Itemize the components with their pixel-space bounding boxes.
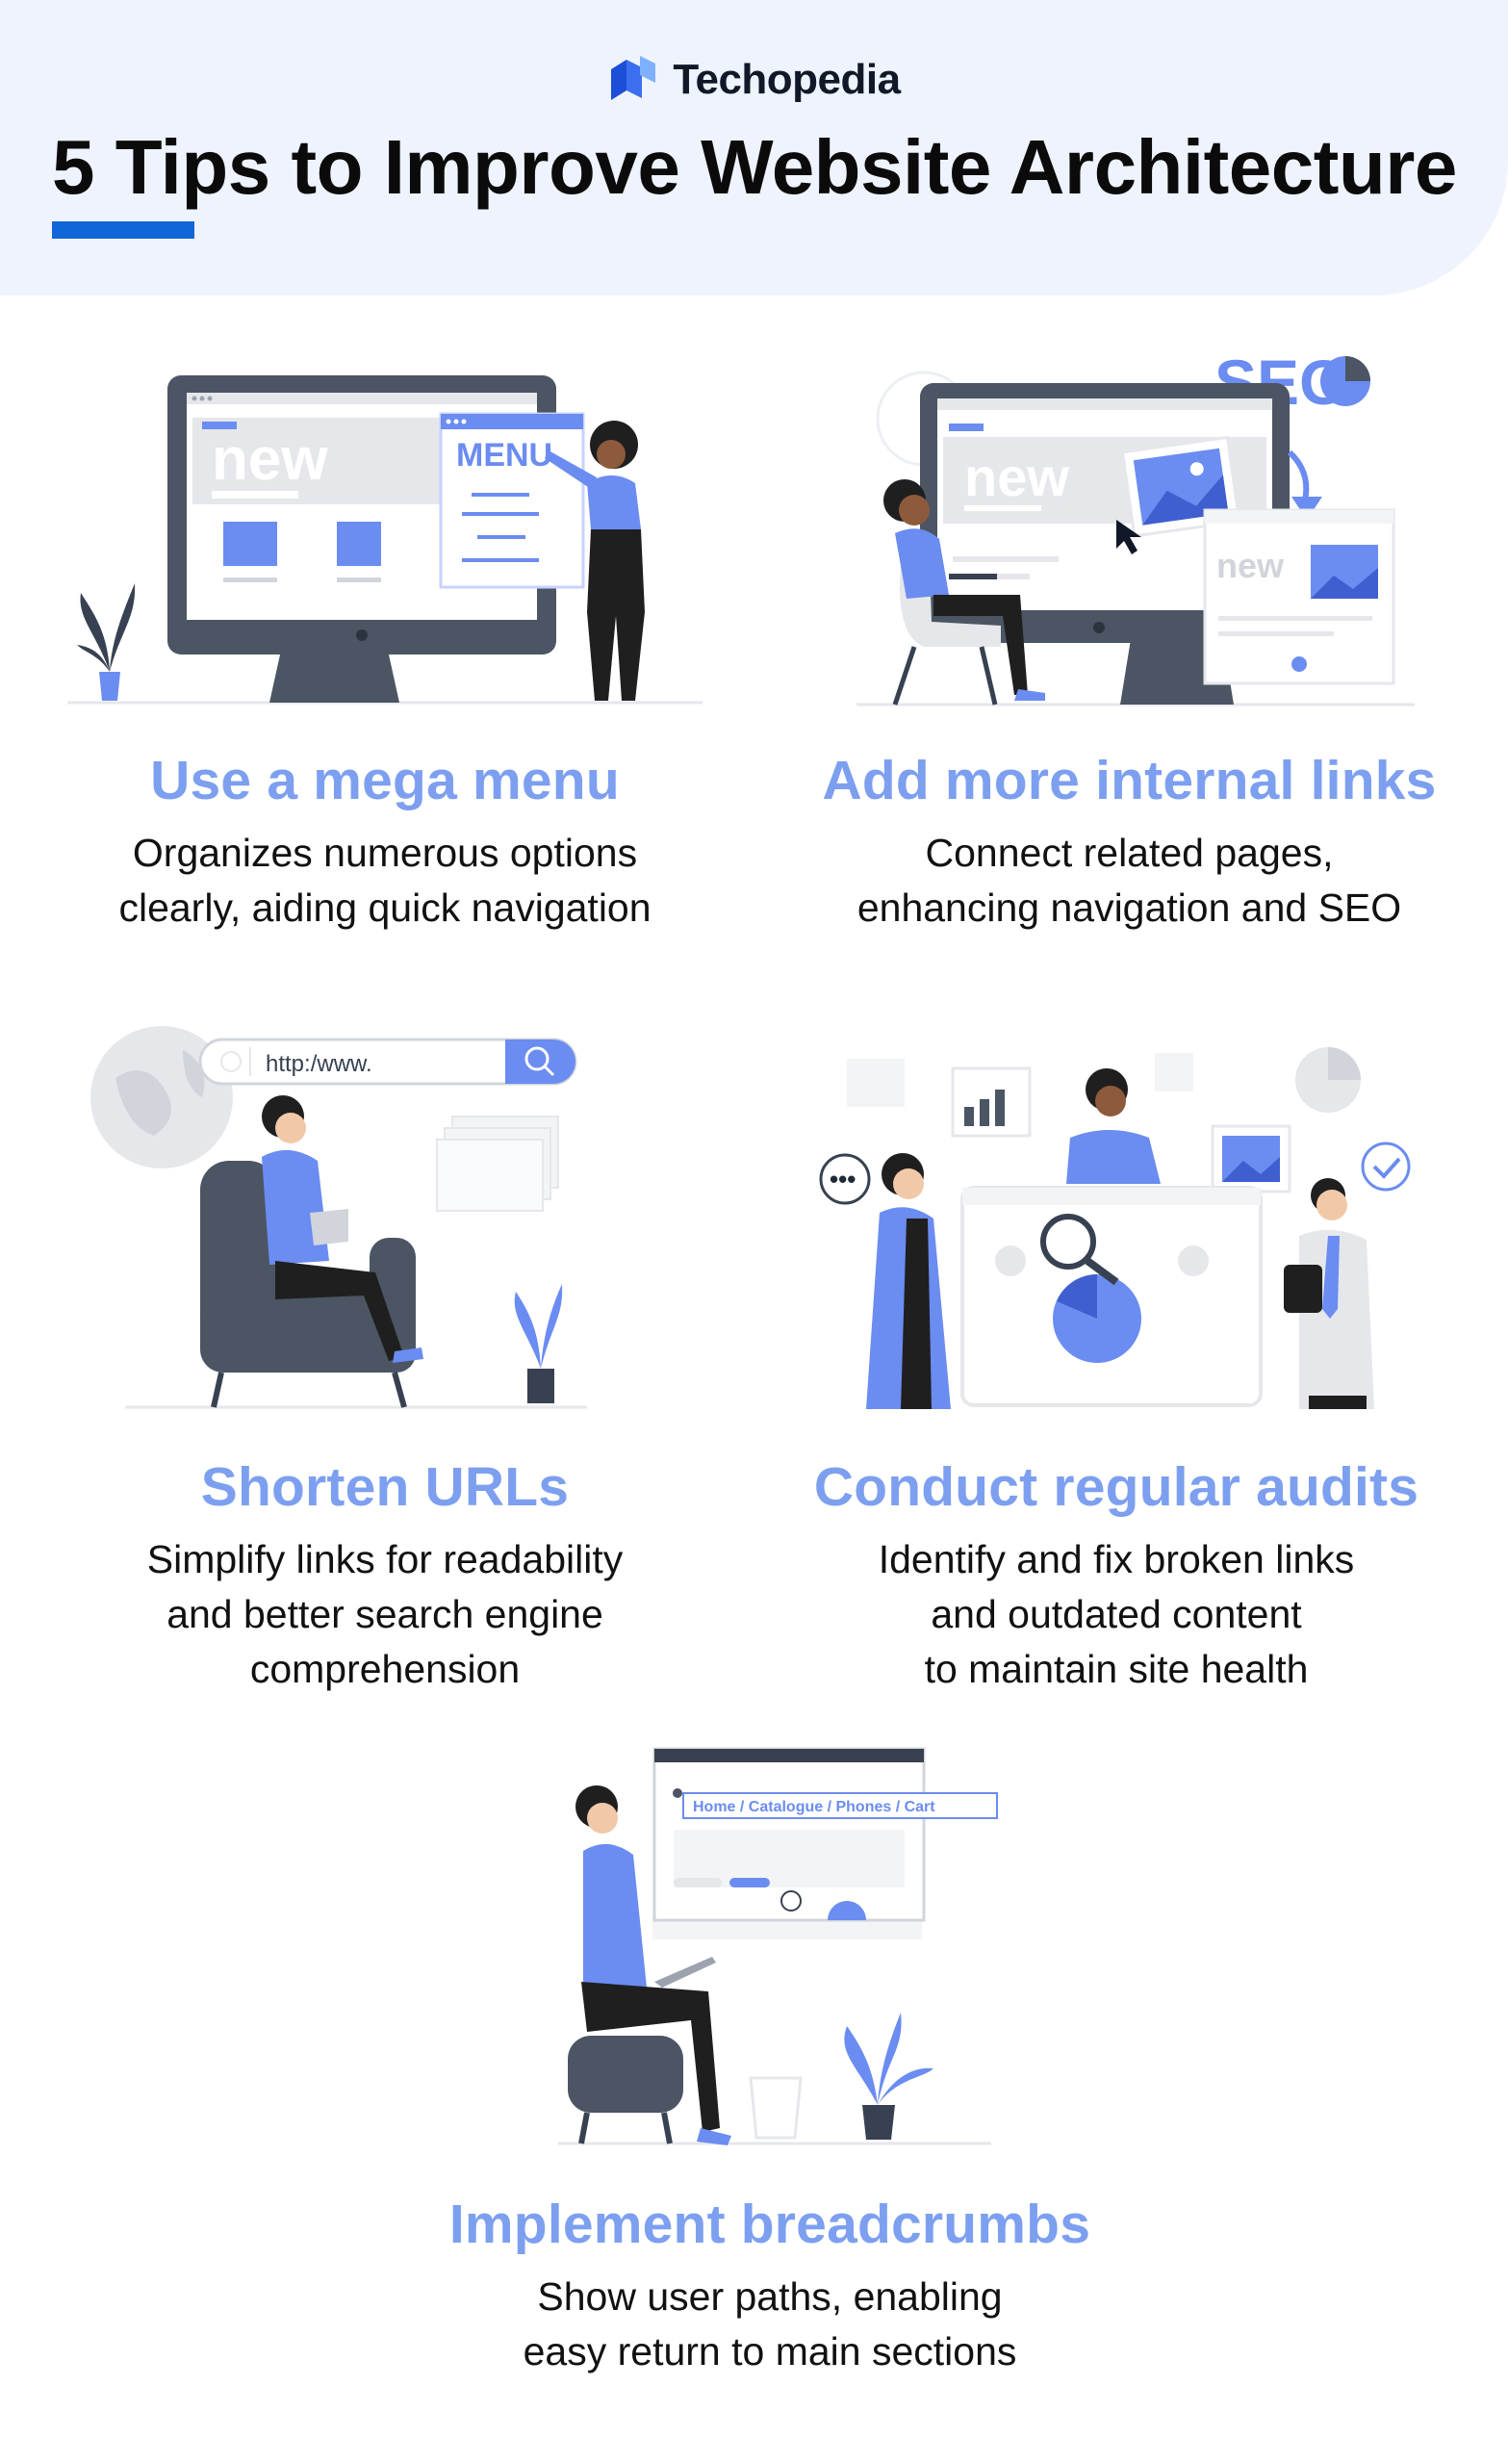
internal-links-illustration: SEO new new	[856, 346, 1415, 706]
brand: Techopedia	[0, 54, 1508, 106]
menu-label-text: MENU	[456, 437, 552, 474]
header-band	[0, 0, 1508, 295]
popup-new-text: new	[1216, 546, 1285, 585]
breadcrumb: Home / Catalogue / Phones / Cart	[682, 1792, 998, 1819]
man-with-laptop	[883, 479, 1045, 706]
screen-new-text: new	[212, 426, 328, 493]
breadcrumbs-illustration: Home / Catalogue / Phones / Cart	[558, 1747, 998, 2145]
url-bar-text: http:/www.	[266, 1051, 372, 1077]
tip-regular-audits: Conduct regular audits Identify and fix …	[770, 1455, 1463, 1697]
tip-description: Simplify links for readability and bette…	[146, 1537, 624, 1691]
tip-description: Identify and fix broken links and outdat…	[878, 1537, 1355, 1691]
screen-new-text: new	[964, 447, 1069, 507]
woman-presenting	[545, 421, 645, 701]
tip-breadcrumbs: Implement breadcrumbs Show user paths, e…	[385, 2193, 1155, 2379]
tip-title: Add more internal links	[822, 750, 1437, 811]
tip-description: Connect related pages, enhancing navigat…	[856, 831, 1402, 930]
woman-on-stool	[568, 1785, 731, 2145]
plant-icon	[77, 583, 136, 701]
tip-title: Conduct regular audits	[813, 1456, 1419, 1518]
man-center	[1066, 1068, 1161, 1184]
page-title: 5 Tips to Improve Website Architecture	[52, 124, 1457, 210]
speech-bubble: •••	[819, 1153, 871, 1205]
mega-menu-illustration: new MENU	[67, 375, 703, 705]
plant-icon	[844, 2013, 933, 2140]
audit-board	[960, 1186, 1263, 1407]
brand-name: Techopedia	[673, 56, 901, 103]
tip-internal-links: Add more internal links Connect related …	[770, 749, 1489, 936]
tip-shorten-urls: Shorten URLs Simplify links for readabil…	[38, 1455, 731, 1697]
speech-bubble-text: •••	[830, 1165, 856, 1194]
shorten-urls-illustration: http:/www.	[90, 1026, 587, 1409]
tip-description: Organizes numerous options clearly, aidi…	[118, 831, 652, 930]
audits-illustration: •••	[819, 1047, 1411, 1409]
title-underline	[52, 221, 194, 239]
man-right	[1284, 1178, 1374, 1409]
tip-mega-menu: Use a mega menu Organizes numerous optio…	[38, 749, 731, 936]
tip-description: Show user paths, enabling easy return to…	[523, 2274, 1017, 2374]
techopedia-logo-icon	[611, 56, 656, 100]
menu-panel: MENU	[439, 412, 585, 589]
tip-title: Use a mega menu	[150, 750, 620, 811]
woman-with-laptop	[262, 1095, 423, 1363]
breadcrumb-text: Home / Catalogue / Phones / Cart	[693, 1799, 935, 1815]
woman-left	[866, 1153, 951, 1409]
plant-icon	[514, 1284, 563, 1403]
tip-title: Implement breadcrumbs	[448, 2194, 1091, 2255]
linked-page-popup: new	[1203, 508, 1395, 685]
tip-title: Shorten URLs	[200, 1456, 570, 1518]
